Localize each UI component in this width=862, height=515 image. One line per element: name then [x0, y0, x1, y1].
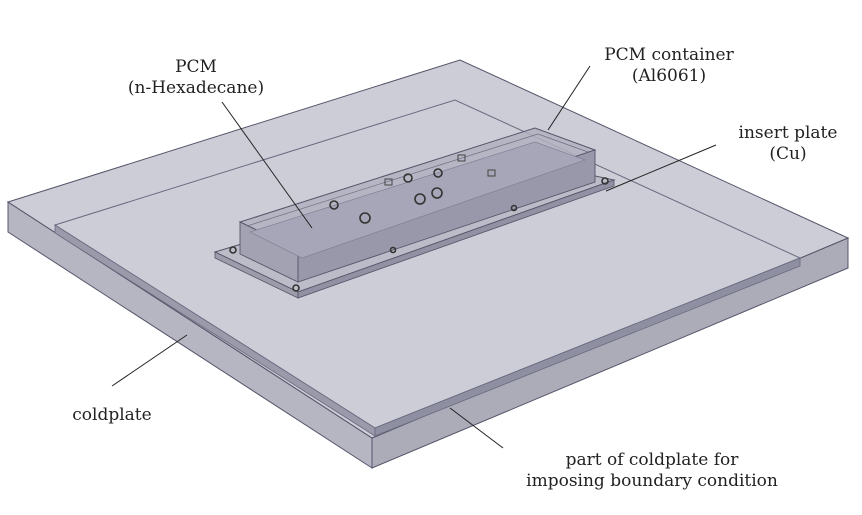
coldplate-leader — [111, 334, 188, 387]
screw — [389, 246, 397, 254]
bolt — [329, 200, 339, 210]
boundary-leader — [449, 407, 504, 449]
pcm-leader — [221, 101, 313, 229]
bolt — [403, 173, 413, 183]
container-leader — [547, 65, 591, 131]
port — [487, 169, 496, 177]
insert-label-sub: (Cu) — [769, 144, 806, 164]
insert-plate-side-right — [297, 179, 615, 299]
boundary-label-sub: imposing boundary condition — [526, 471, 778, 491]
bolt — [414, 193, 426, 205]
screw — [601, 177, 609, 185]
pcm-label-sub: (n-Hexadecane) — [128, 78, 264, 98]
pcm-volume — [249, 141, 586, 259]
bolt — [431, 187, 443, 199]
boundary-condition-strip-right — [374, 257, 801, 437]
container-bolts — [329, 154, 496, 224]
screw — [229, 246, 237, 254]
screw — [292, 284, 300, 292]
container-label-sub: (Al6061) — [632, 66, 706, 86]
insert-leader — [605, 144, 717, 192]
insert-plate-screws — [229, 177, 609, 292]
container-label: PCM container — [604, 45, 734, 65]
insert-label: insert plate — [739, 123, 838, 143]
bolt — [359, 212, 371, 224]
pcm-label: PCM — [175, 57, 217, 77]
bolt — [433, 168, 443, 178]
port — [384, 178, 393, 186]
pcm-container-inner-edge — [246, 133, 589, 227]
port — [457, 154, 466, 162]
boundary-label: part of coldplate for — [566, 450, 740, 470]
coldplate-label: coldplate — [72, 405, 151, 425]
screw — [510, 204, 518, 212]
